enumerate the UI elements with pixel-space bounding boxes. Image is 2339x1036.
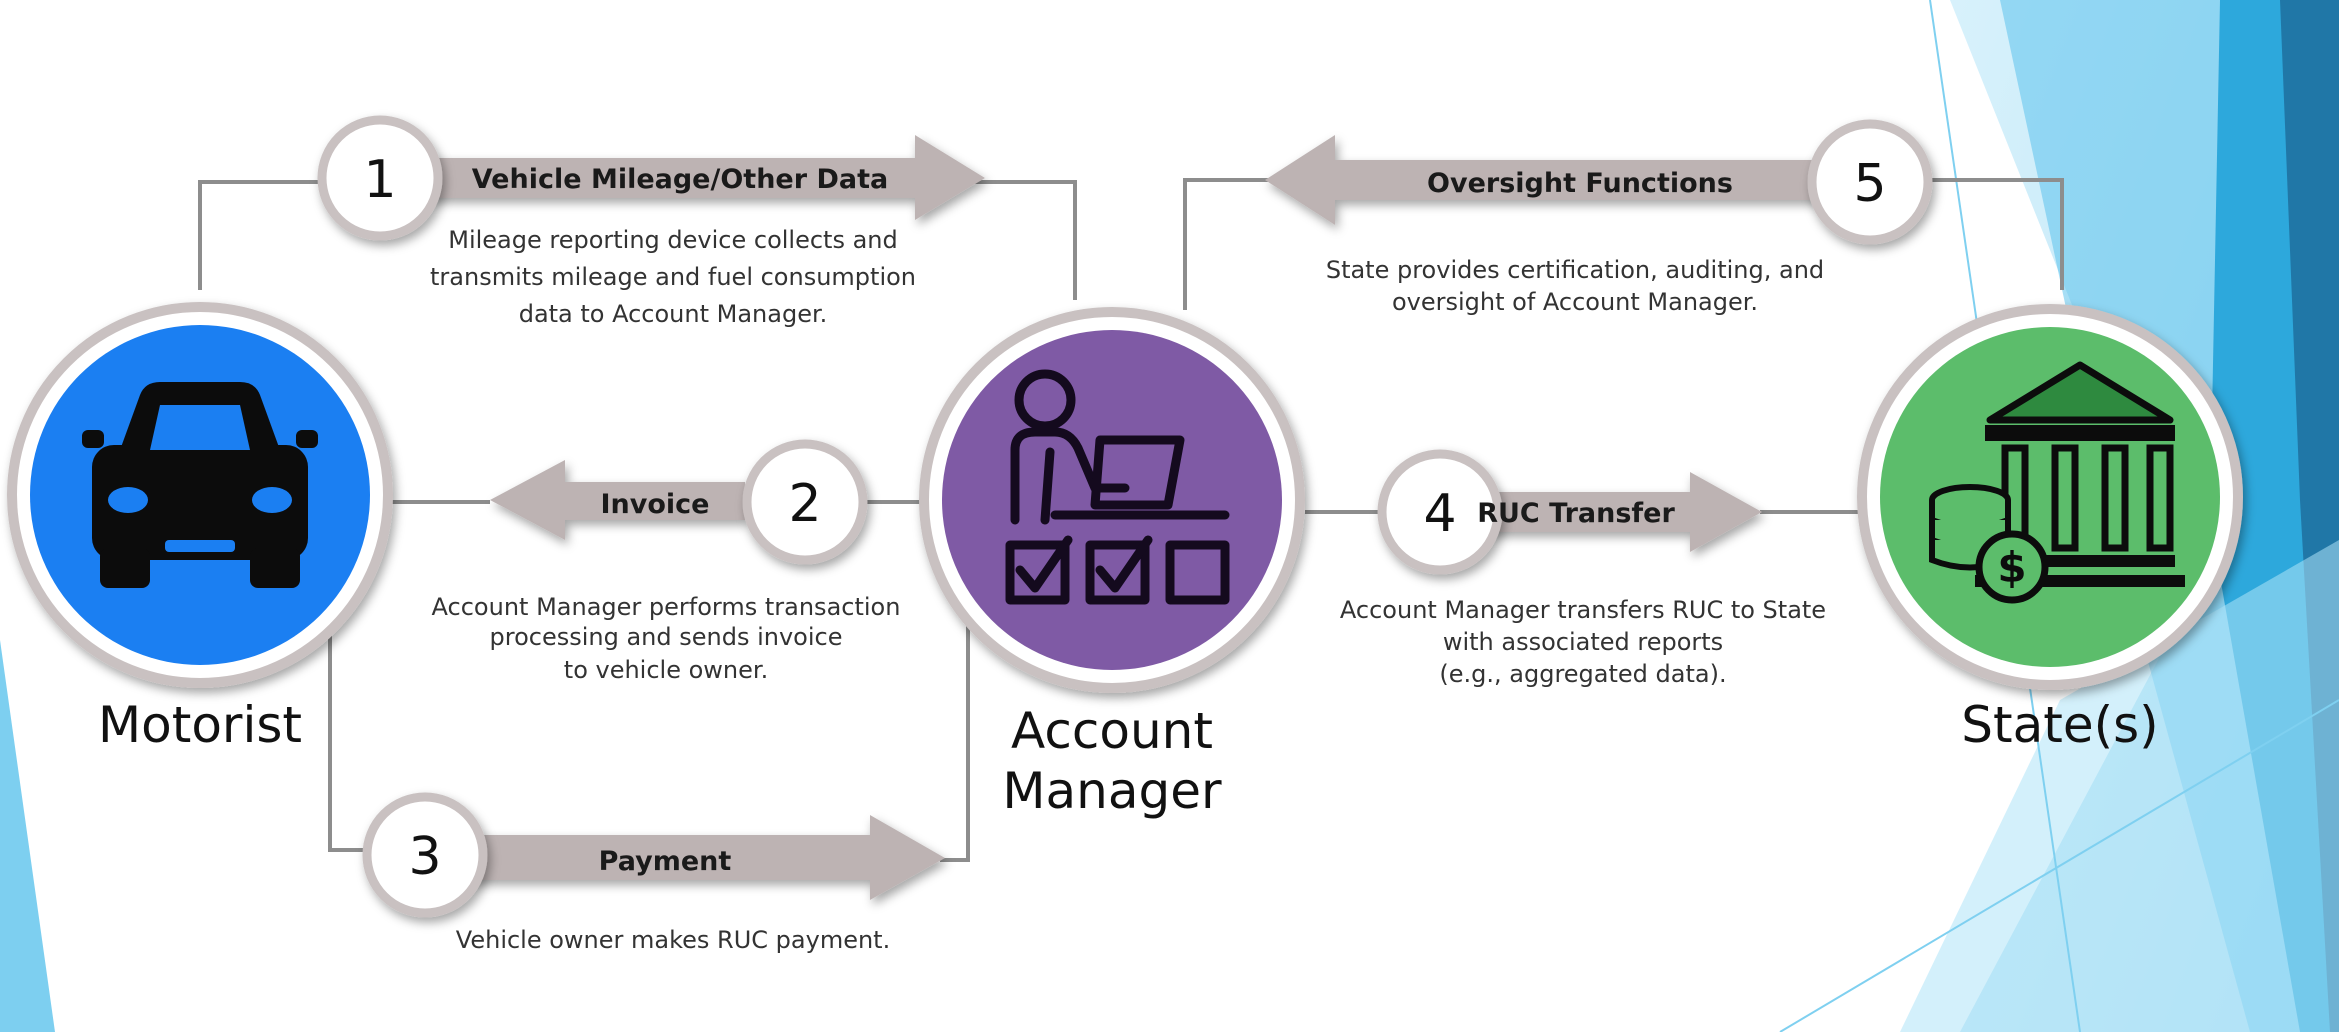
step-descriptions: Mileage reporting device collects and tr…: [430, 226, 1826, 954]
account-manager-label-line-1: Account: [1011, 702, 1213, 760]
account-manager-node: [919, 307, 1305, 693]
step-4-desc-line-1: Account Manager transfers RUC to State: [1340, 596, 1826, 624]
step-2-desc-line-2: processing and sends invoice: [490, 623, 843, 651]
step-3-desc-line-1: Vehicle owner makes RUC payment.: [456, 926, 890, 954]
step-2-title: Invoice: [601, 489, 710, 520]
step-2-number: 2: [788, 474, 821, 534]
step-3-title: Payment: [599, 846, 732, 877]
step-1-marker: 1: [317, 115, 443, 241]
step-5-desc-line-2: oversight of Account Manager.: [1392, 288, 1758, 316]
step-number-circles: 1 2 3 4 5: [317, 115, 1933, 918]
arrow-titles: Vehicle Mileage/Other Data Invoice Payme…: [472, 164, 1733, 877]
step-4-desc-line-3: (e.g., aggregated data).: [1439, 660, 1726, 688]
step-2-desc-line-3: to vehicle owner.: [564, 656, 768, 684]
connector-lines: [198, 178, 2064, 862]
step-4-marker: 4: [1377, 449, 1503, 575]
account-manager-label-line-2: Manager: [1002, 762, 1222, 820]
arrow-step1: [420, 135, 985, 220]
state-label: State(s): [1961, 696, 2158, 754]
motorist-node: [7, 302, 393, 688]
arrow-step4: [1470, 472, 1762, 552]
arrow-step5: [1265, 135, 1830, 225]
connector-step3-to-account-manager: [940, 610, 970, 862]
bank-building-icon: [1975, 361, 2185, 587]
flow-arrows: [420, 135, 1830, 900]
step-4-number: 4: [1423, 484, 1456, 544]
dollar-coin-icon: $: [1975, 530, 2049, 604]
connector-step1-to-account-manager: [960, 180, 1077, 300]
step-4-title: RUC Transfer: [1477, 498, 1675, 529]
step-3-number: 3: [408, 827, 441, 887]
motorist-label: Motorist: [98, 696, 302, 754]
step-1-title: Vehicle Mileage/Other Data: [472, 164, 888, 195]
state-node: $: [1857, 304, 2243, 690]
connector-motorist-to-step3: [328, 610, 380, 852]
step-1-desc-line-3: data to Account Manager.: [519, 300, 828, 328]
car-icon: [82, 382, 318, 588]
account-manager-circle: [942, 330, 1282, 670]
step-5-desc-line-1: State provides certification, auditing, …: [1326, 256, 1824, 284]
person-at-desk-icon: [1005, 369, 1230, 605]
step-5-marker: 5: [1807, 119, 1933, 245]
step-2-desc-line-1: Account Manager performs transaction: [432, 593, 901, 621]
arrow-step3: [455, 815, 945, 900]
step-4-desc-line-2: with associated reports: [1443, 628, 1723, 656]
step-2-marker: 2: [742, 439, 868, 565]
step-3-marker: 3: [362, 792, 488, 918]
svg-text:$: $: [1997, 543, 2026, 592]
arrow-step2: [490, 460, 745, 540]
step-5-title: Oversight Functions: [1427, 168, 1733, 199]
connector-motorist-to-step1: [198, 180, 330, 290]
step-1-desc-line-1: Mileage reporting device collects and: [448, 226, 898, 254]
step-1-number: 1: [363, 150, 396, 210]
connector-step5-to-state: [1925, 178, 2064, 290]
step-5-number: 5: [1853, 154, 1886, 214]
step-1-desc-line-2: transmits mileage and fuel consumption: [430, 263, 916, 291]
